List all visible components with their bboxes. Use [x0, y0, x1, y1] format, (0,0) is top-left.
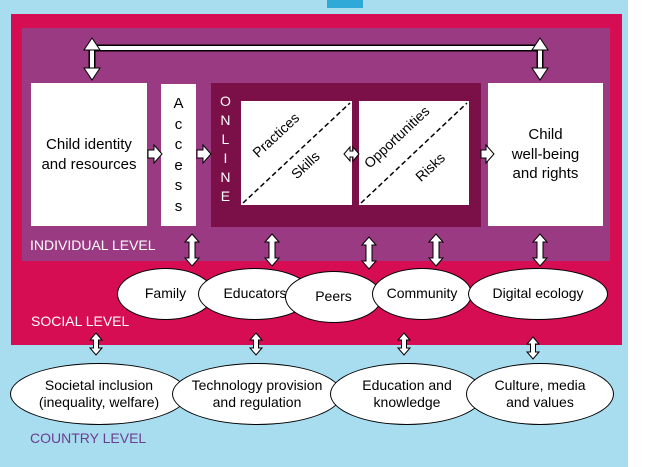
online-letter: L [221, 131, 230, 147]
arrow-education-social [397, 332, 411, 356]
child-wellbeing-line-3: and rights [512, 165, 579, 183]
arrow-societal-social [89, 332, 103, 356]
access-letter: c [174, 115, 183, 133]
access-letter: s [174, 177, 183, 194]
child-wellbeing-line-1: Child [528, 126, 563, 144]
technology-line-2: and regulation [212, 394, 302, 410]
child-identity-box: Child identity and resources [31, 83, 147, 226]
family-label: Family [144, 285, 187, 302]
online-letter: N [220, 169, 231, 185]
online-letter: O [220, 93, 231, 109]
practices-skills-box: Practices Skills [241, 101, 352, 205]
child-identity-line-1: Child identity [46, 136, 132, 153]
arrow-family-individual [184, 233, 200, 267]
access-letter: A [173, 95, 184, 112]
education-line-1: Education and [362, 376, 452, 393]
feedback-loop-arrow [88, 44, 544, 70]
peers-label: Peers [315, 288, 352, 305]
digital-ecology-label: Digital ecology [492, 285, 584, 302]
country-level-label: COUNTRY LEVEL [30, 430, 147, 446]
societal-line-2: (inequality, welfare) [38, 394, 160, 410]
online-letter: E [220, 188, 231, 204]
digital-ecology-ellipse: Digital ecology [468, 268, 608, 320]
opportunities-risks-box: Opportunities Risks [359, 101, 469, 205]
online-letter: N [220, 112, 231, 128]
arrow-educators-individual [264, 233, 280, 267]
educators-label: Educators [223, 285, 287, 302]
top-tab-accent [327, 0, 363, 8]
culture-line-2: and values [506, 394, 574, 410]
child-wellbeing-box: Child well-being and rights [488, 83, 603, 226]
opportunities-risks-diagonal [360, 102, 468, 204]
access-box: A c c e s s [161, 84, 196, 226]
individual-level-label: INDIVIDUAL LEVEL [30, 237, 156, 253]
culture-line-1: Culture, media [494, 376, 586, 393]
online-letter: I [223, 150, 228, 166]
arrow-community-individual [428, 233, 444, 267]
access-letter: s [174, 197, 183, 215]
social-level-label: SOCIAL LEVEL [31, 313, 130, 329]
peers-ellipse: Peers [285, 271, 382, 323]
community-label: Community [386, 285, 458, 302]
access-letter: c [174, 136, 183, 153]
education-line-2: knowledge [373, 394, 441, 410]
societal-inclusion-ellipse: Societal inclusion(inequality, welfare) [10, 363, 188, 425]
arrow-access-to-online [196, 143, 212, 165]
arrow-culture-social [526, 336, 540, 360]
arrow-peers-individual [361, 236, 377, 270]
community-ellipse: Community [372, 268, 472, 320]
child-wellbeing-line-2: well-being [511, 145, 580, 163]
child-identity-line-2: and resources [41, 155, 137, 173]
practices-skills-diagonal [242, 102, 351, 204]
arrow-practices-opportunities [343, 145, 360, 163]
technology-line-1: Technology provision [191, 376, 323, 393]
arrow-identity-to-access [147, 143, 163, 165]
arrow-digital-ecology-individual [532, 233, 548, 267]
arrow-online-to-wellbeing [480, 143, 495, 165]
access-letter: e [174, 156, 183, 174]
online-label: O N L I N E [220, 92, 231, 206]
family-ellipse: Family [117, 268, 214, 320]
arrow-technology-social [249, 332, 263, 356]
societal-line-1: Societal inclusion [44, 376, 154, 393]
